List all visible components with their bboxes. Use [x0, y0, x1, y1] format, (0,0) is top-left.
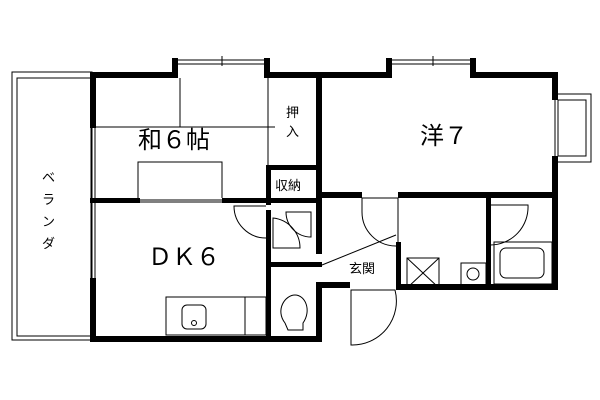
closet-label-top: 押	[286, 106, 299, 121]
sink-icon	[181, 304, 207, 330]
veranda-label-3: ン	[42, 215, 55, 230]
entrance-label: 玄関	[349, 262, 375, 277]
storage-label: 収納	[275, 179, 301, 194]
washbasin-icon	[460, 262, 487, 286]
room-label-dk: ＤＫ６	[148, 243, 220, 271]
veranda-label-1: ベ	[42, 171, 55, 186]
closet-label-bottom: 入	[286, 125, 299, 140]
windows	[91, 56, 592, 278]
toilet-icon	[280, 294, 308, 331]
room-label-youshitsu: 洋７	[420, 122, 468, 150]
tatami-lines	[96, 78, 275, 198]
kitchen-counter	[165, 296, 267, 336]
veranda-label-2: ラ	[42, 193, 55, 208]
fixtures	[165, 241, 553, 336]
doors	[233, 197, 529, 346]
veranda-label-4: ダ	[42, 237, 55, 252]
room-label-washitsu: 和６帖	[138, 126, 210, 154]
washer-pan-icon	[406, 257, 440, 289]
bathtub-icon	[493, 241, 553, 285]
walls	[90, 58, 558, 342]
